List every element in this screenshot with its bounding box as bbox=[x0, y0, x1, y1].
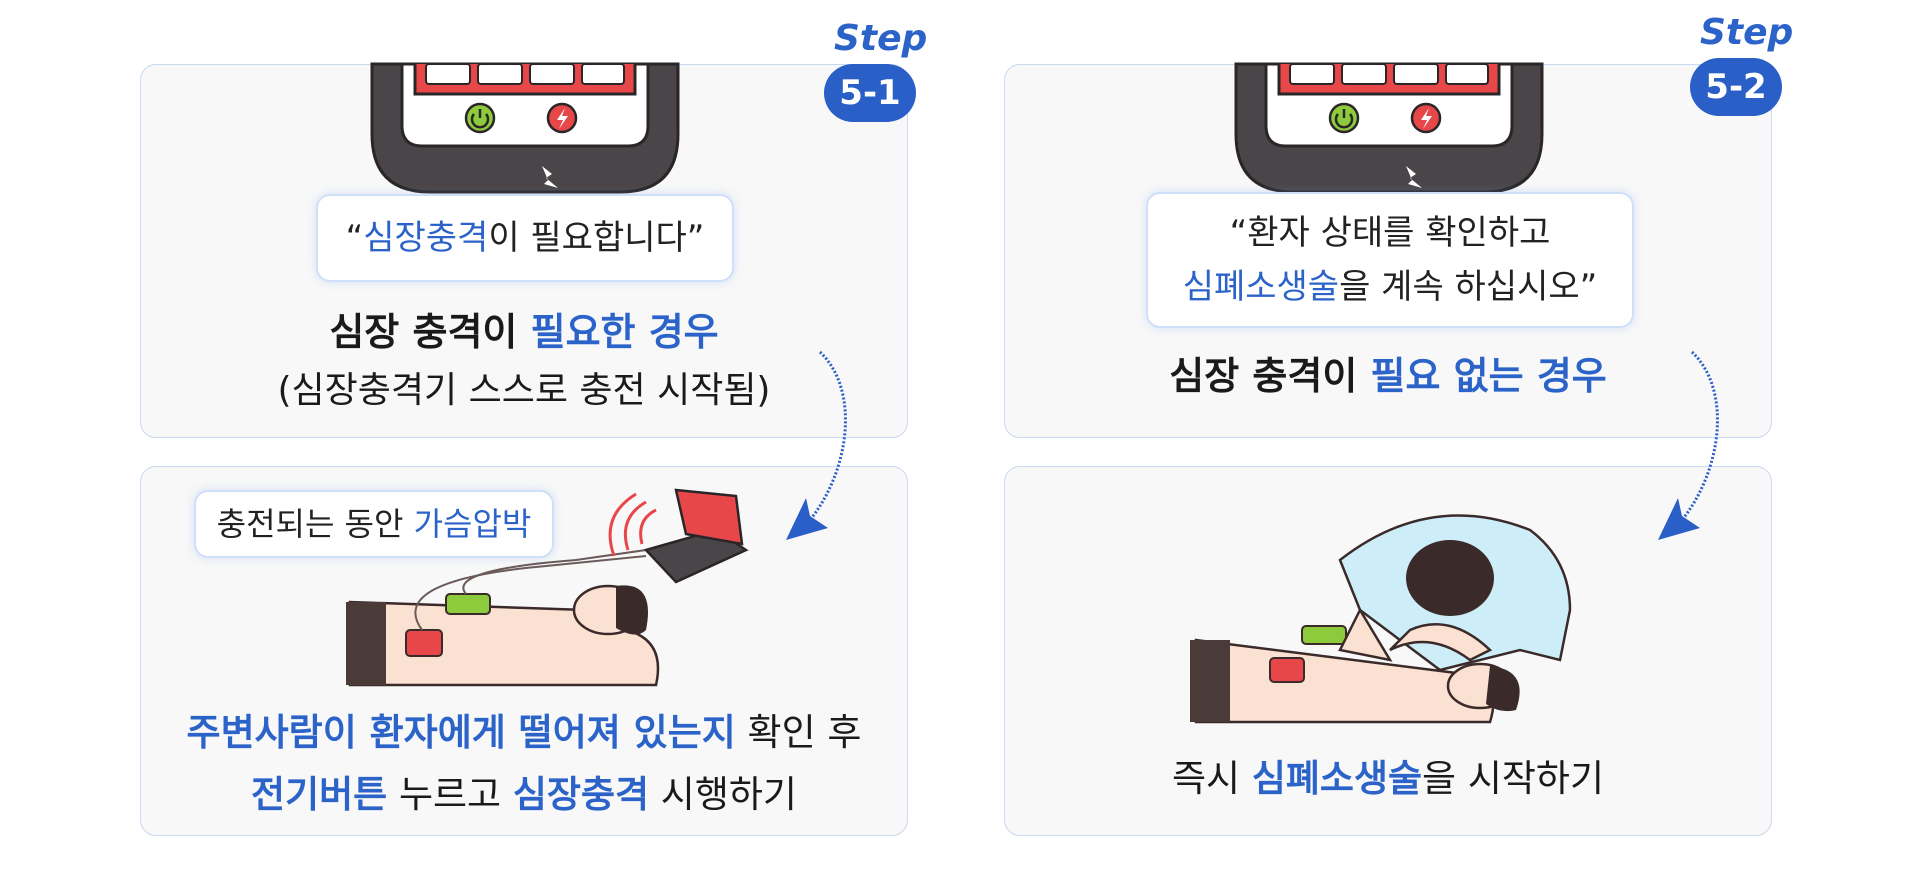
electrode-pad-upper bbox=[1301, 625, 1347, 645]
step1-title: 심장 충격이 필요한 경우 bbox=[329, 310, 719, 354]
step2-bottom-panel bbox=[1004, 466, 1772, 836]
aed-voice-bubble: “심장충격이 필요합니다” bbox=[316, 194, 734, 282]
step2-caption: 즉시 심폐소생술을 시작하기 bbox=[1171, 757, 1604, 800]
step2-step-label: Step bbox=[1700, 12, 1794, 53]
cpr-illustration bbox=[1190, 514, 1572, 724]
aed-device-illustration bbox=[370, 62, 680, 194]
flow-arrow-icon bbox=[786, 350, 847, 540]
signal-waves-icon bbox=[608, 492, 657, 557]
action-bubble: 충전되는 동안 가슴압박 bbox=[194, 490, 554, 558]
step1-caption: 주변사람이 환자에게 떨어져 있는지 확인 후 전기버튼 누르고 심장충격 시행… bbox=[186, 711, 862, 816]
patient-with-aed-illustration bbox=[346, 488, 749, 687]
electrode-pad-upper bbox=[445, 593, 491, 615]
electrode-pad-lower bbox=[405, 629, 443, 657]
step2-step-badge: 5-2 bbox=[1690, 58, 1782, 116]
aed-voice-bubble: “환자 상태를 확인하고 심폐소생술을 계속 하십시오” bbox=[1146, 192, 1634, 328]
aed-device-illustration bbox=[1234, 62, 1544, 194]
electrode-pad-lower bbox=[1269, 657, 1305, 683]
step1-step-label: Step bbox=[834, 18, 928, 59]
step1-subtitle: (심장충격기 스스로 충전 시작됨) bbox=[277, 370, 771, 411]
flow-arrow-icon bbox=[1658, 350, 1719, 540]
step2-title: 심장 충격이 필요 없는 경우 bbox=[1169, 354, 1607, 398]
step1-step-badge: 5-1 bbox=[824, 64, 916, 122]
